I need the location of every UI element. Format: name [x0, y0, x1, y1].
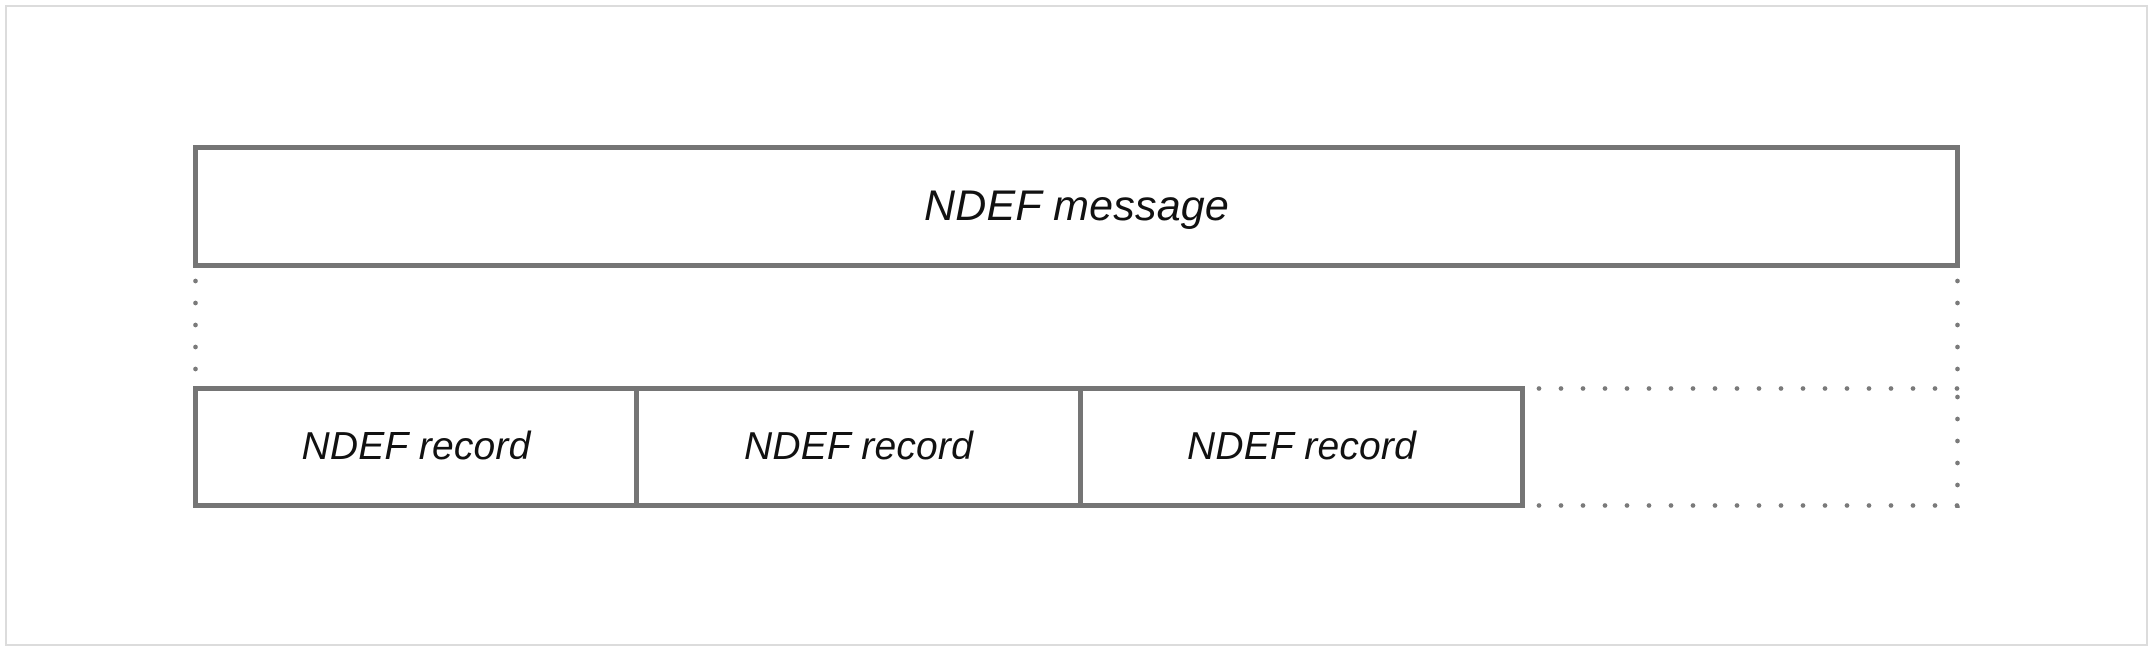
dotted-bottom-edge [1520, 503, 1960, 508]
additional-records-dotted-region [1520, 386, 1960, 508]
ndef-record-label-1: NDEF record [301, 425, 531, 468]
connector-left-dotted-line [193, 268, 198, 388]
ndef-record-box-1: NDEF record [193, 386, 639, 508]
dotted-top-edge [1520, 386, 1960, 391]
figure-border [5, 5, 2148, 646]
ndef-record-label-2: NDEF record [743, 425, 974, 468]
ndef-record-box-2: NDEF record [634, 386, 1083, 508]
ndef-message-label: NDEF message [923, 182, 1230, 230]
dotted-right-edge [1955, 386, 1960, 508]
ndef-record-box-3: NDEF record [1078, 386, 1525, 508]
ndef-record-label-3: NDEF record [1186, 425, 1417, 468]
connector-right-dotted-line [1955, 268, 1960, 388]
ndef-message-box: NDEF message [193, 145, 1960, 268]
